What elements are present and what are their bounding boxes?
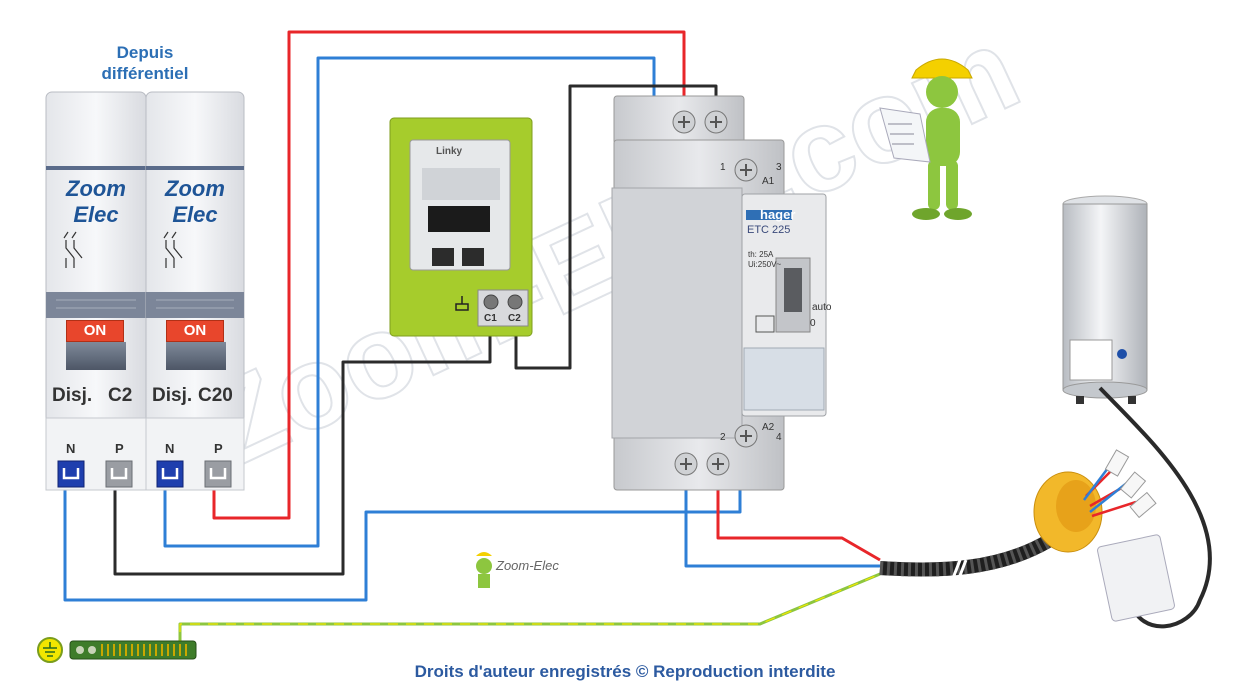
- contactor-rating-1: th: 25A: [748, 250, 774, 259]
- water-heater: [1062, 195, 1212, 629]
- contactor-rating-2: Ui:250V~: [748, 260, 782, 269]
- breaker-right-disj-label: Disj.: [152, 385, 193, 406]
- cable-junction: [879, 449, 1175, 622]
- breaker-left-rating: C2: [108, 385, 133, 406]
- breaker-right-rating: C20: [198, 385, 233, 406]
- breaker-c20: [145, 91, 245, 491]
- watermark-text: Zoom-Elec.com: [185, 3, 1037, 494]
- breaker-left-p-label: P: [115, 441, 124, 456]
- breaker-left-brand-2: Elec: [73, 202, 119, 227]
- breaker-right-on-indicator: ON: [166, 320, 224, 342]
- meter-brand: Linky: [436, 146, 463, 157]
- breaker-left-brand: Zoom Elec: [46, 176, 146, 228]
- wire-neutral-bottom: [63, 470, 742, 602]
- worker-figure: [879, 58, 973, 220]
- breaker-right-n-label: N: [165, 441, 175, 456]
- breaker-right-brand-1: Zoom: [165, 176, 225, 201]
- contactor-terminal-4: 4: [776, 432, 782, 443]
- mini-logo: [476, 552, 492, 588]
- wire-neutral-load: [684, 470, 880, 568]
- wire-earth: [178, 572, 881, 650]
- contactor-brand: hager: [760, 207, 796, 222]
- breaker-left-brand-1: Zoom: [66, 176, 126, 201]
- breaker-left-on-indicator: ON: [66, 320, 124, 342]
- meter-c1-label: C1: [484, 313, 497, 324]
- wire-control-2: [514, 84, 718, 370]
- breaker-right-p-label: P: [214, 441, 223, 456]
- wire-phase-top: [212, 30, 686, 520]
- wires: [63, 30, 881, 650]
- contactor-model: ETC 225: [747, 224, 791, 236]
- contactor-terminal-3: 3: [776, 162, 782, 173]
- contactor-terminal-a1: A1: [762, 176, 775, 187]
- meter-c2-label: C2: [508, 313, 521, 324]
- wire-phase-load: [716, 470, 881, 562]
- copyright-footer: Droits d'auteur enregistrés © Reproducti…: [414, 662, 836, 681]
- header-label: Depuis différentiel: [80, 42, 210, 84]
- breaker-right-brand: Zoom Elec: [145, 176, 245, 228]
- contactor-auto-label: auto: [812, 302, 832, 313]
- contactor: [611, 95, 827, 491]
- breaker-left-disj-label: Disj.: [52, 385, 93, 406]
- header-line-1: Depuis: [116, 43, 174, 62]
- wire-control-1: [113, 322, 492, 576]
- breaker-right-brand-2: Elec: [172, 202, 218, 227]
- contactor-zero-label: 0: [810, 318, 816, 329]
- header-line-2: différentiel: [101, 64, 189, 83]
- mini-logo-text: Zoom-Elec: [496, 558, 559, 573]
- contactor-terminal-a2: A2: [762, 422, 775, 433]
- earth-bar: [37, 637, 197, 663]
- linky-meter: [389, 117, 533, 337]
- breaker-c2: [45, 91, 147, 491]
- wire-neutral-top: [163, 56, 656, 548]
- wire-earth-stripe: [179, 573, 881, 650]
- contactor-terminal-2: 2: [720, 432, 726, 443]
- contactor-terminal-1: 1: [720, 162, 726, 173]
- breaker-left-n-label: N: [66, 441, 76, 456]
